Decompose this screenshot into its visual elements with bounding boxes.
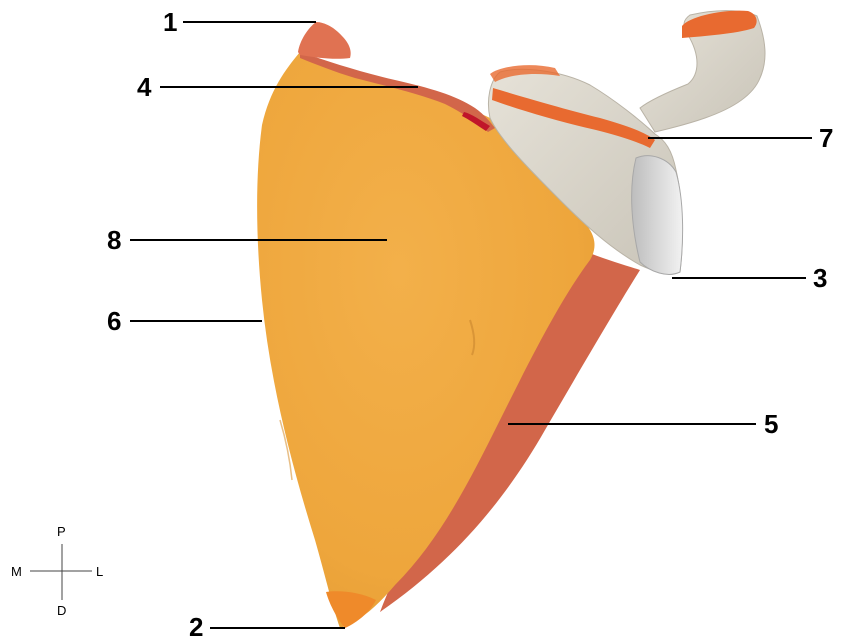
orientation-cross [30,544,92,600]
coracoid-process [640,11,765,132]
inferior-angle-cap [326,591,376,628]
label-8: 8 [107,227,121,253]
orientation-p: P [57,525,66,538]
orientation-l: L [96,565,103,578]
label-2: 2 [189,614,203,640]
label-4: 4 [137,74,151,100]
glenoid-cavity [632,156,683,275]
label-5: 5 [764,411,778,437]
label-1: 1 [163,9,177,35]
label-6: 6 [107,308,121,334]
superior-angle-cap [298,22,351,59]
label-7: 7 [819,125,833,151]
label-3: 3 [813,265,827,291]
orientation-m: M [11,565,22,578]
orientation-d: D [57,604,66,617]
